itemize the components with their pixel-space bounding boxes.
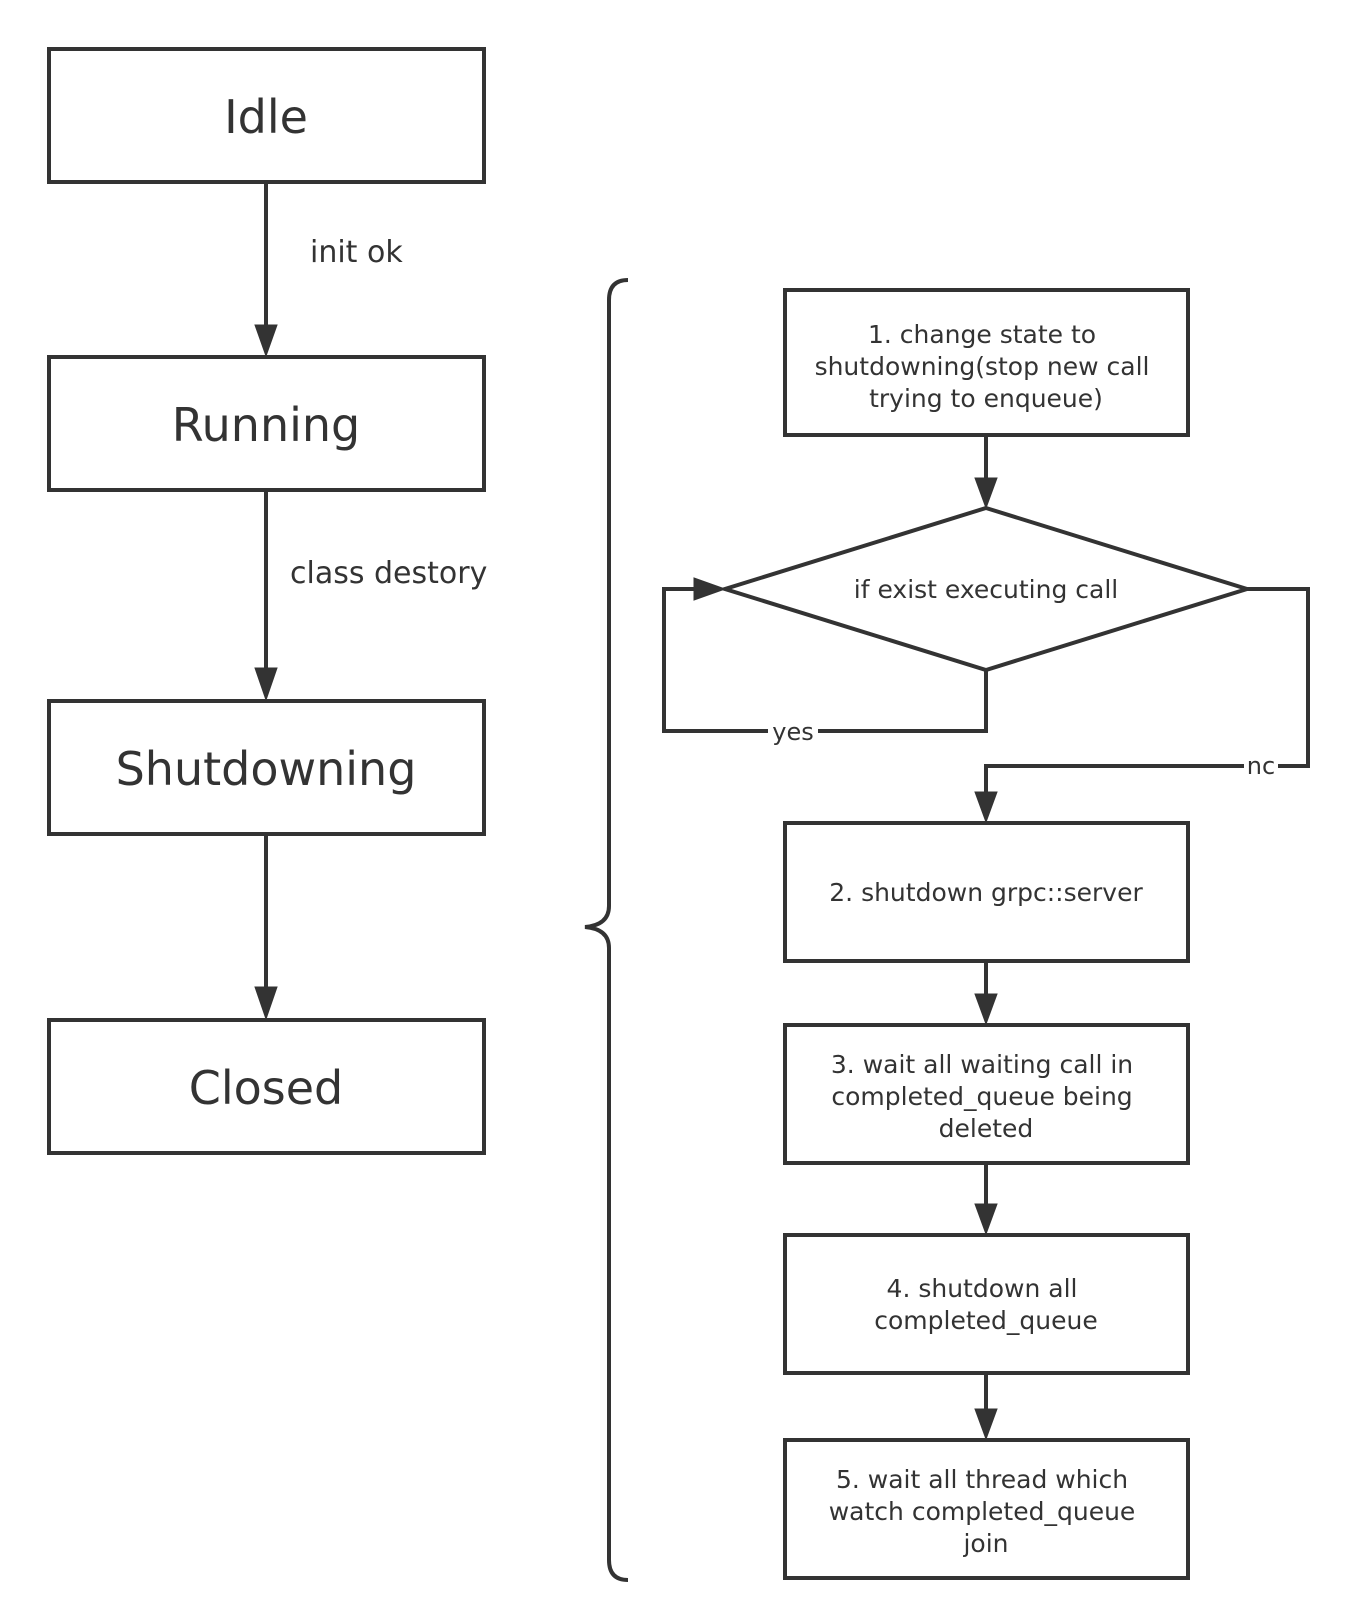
step-5-text: 5. wait all thread which watch completed… bbox=[829, 1465, 1144, 1558]
state-running-box bbox=[47, 355, 486, 492]
arrowhead-step4-step5 bbox=[974, 1408, 998, 1441]
arrowhead-shutdowning-closed bbox=[254, 986, 278, 1021]
edge-decision-yes-loop bbox=[662, 587, 988, 733]
step-2-text: 2. shutdown grpc::server bbox=[829, 878, 1143, 907]
step-4-line-2: completed_queue bbox=[874, 1306, 1097, 1335]
arrowhead-step2-step3 bbox=[974, 993, 998, 1026]
no-label-bg bbox=[1244, 752, 1278, 780]
state-closed-box bbox=[47, 1018, 486, 1155]
step-3-line-1: 3. wait all waiting call in bbox=[831, 1050, 1133, 1079]
step-5-box bbox=[783, 1438, 1190, 1580]
step-3-text: 3. wait all waiting call in completed_qu… bbox=[831, 1050, 1141, 1143]
edge-decision-no bbox=[984, 587, 1310, 795]
step-5-line-1: 5. wait all thread which bbox=[836, 1465, 1128, 1494]
no-label: nc bbox=[1247, 752, 1275, 780]
step-3-line-2: completed_queue being bbox=[831, 1082, 1132, 1111]
step-4-text: 4. shutdown all completed_queue bbox=[874, 1274, 1097, 1335]
state-machine: Idle init ok Running class destory Shutd… bbox=[47, 47, 487, 1155]
state-closed-label: Closed bbox=[189, 1061, 344, 1115]
arrowhead-yes-loop bbox=[693, 577, 727, 601]
step-1-line-3: trying to enqueue) bbox=[869, 384, 1103, 413]
step-1-text: 1. change state to shutdowning(stop new … bbox=[815, 320, 1158, 413]
transition-init-ok-label: init ok bbox=[310, 235, 403, 270]
arrowhead-step3-step4 bbox=[974, 1203, 998, 1236]
step-4-line-1: 4. shutdown all bbox=[887, 1274, 1078, 1303]
state-idle-box bbox=[47, 47, 486, 184]
arrowhead-running-shutdowning bbox=[254, 667, 278, 702]
arrowhead-no bbox=[974, 791, 998, 824]
yes-label-bg bbox=[768, 716, 818, 746]
step-3-box bbox=[783, 1023, 1190, 1165]
yes-label: yes bbox=[772, 718, 813, 746]
step-2-box bbox=[783, 821, 1190, 963]
step-1-line-1: 1. change state to bbox=[868, 320, 1096, 349]
state-shutdowning-label: Shutdowning bbox=[116, 742, 417, 796]
curly-brace bbox=[584, 278, 629, 1582]
transition-class-destory-label: class destory bbox=[290, 556, 487, 591]
decision-text: if exist executing call bbox=[854, 575, 1118, 604]
step-3-line-3: deleted bbox=[939, 1114, 1034, 1143]
step-4-box bbox=[783, 1233, 1190, 1375]
state-idle-label: Idle bbox=[224, 90, 308, 144]
step-5-line-3: join bbox=[962, 1529, 1008, 1558]
state-running-label: Running bbox=[172, 398, 361, 452]
step-1-line-2: shutdowning(stop new call bbox=[815, 352, 1150, 381]
step-5-line-2: watch completed_queue bbox=[829, 1497, 1136, 1526]
arrowhead-idle-running bbox=[254, 324, 278, 358]
shutdown-procedure: 1. change state to shutdowning(stop new … bbox=[662, 288, 1310, 1580]
arrowhead-step1-decision bbox=[974, 477, 998, 510]
state-shutdowning-box bbox=[47, 699, 486, 836]
